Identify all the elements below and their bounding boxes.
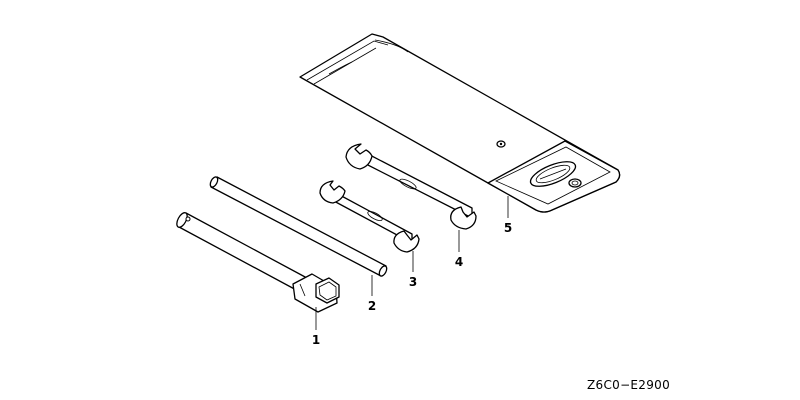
wrench-large [345,143,477,230]
leader-lines [315,196,509,330]
drawing-code: Z6C0−E2900 [587,378,670,392]
part-label-3: 3 [409,275,417,289]
part-label-4: 4 [455,255,463,269]
wrench-small [319,180,420,253]
plug-wrench [176,212,340,313]
tool-bag [299,33,621,213]
part-label-2: 2 [368,299,376,313]
handle-rod [209,176,388,277]
part-label-1: 1 [312,333,320,347]
part-label-5: 5 [504,221,512,235]
snap-button-icon [568,178,582,188]
